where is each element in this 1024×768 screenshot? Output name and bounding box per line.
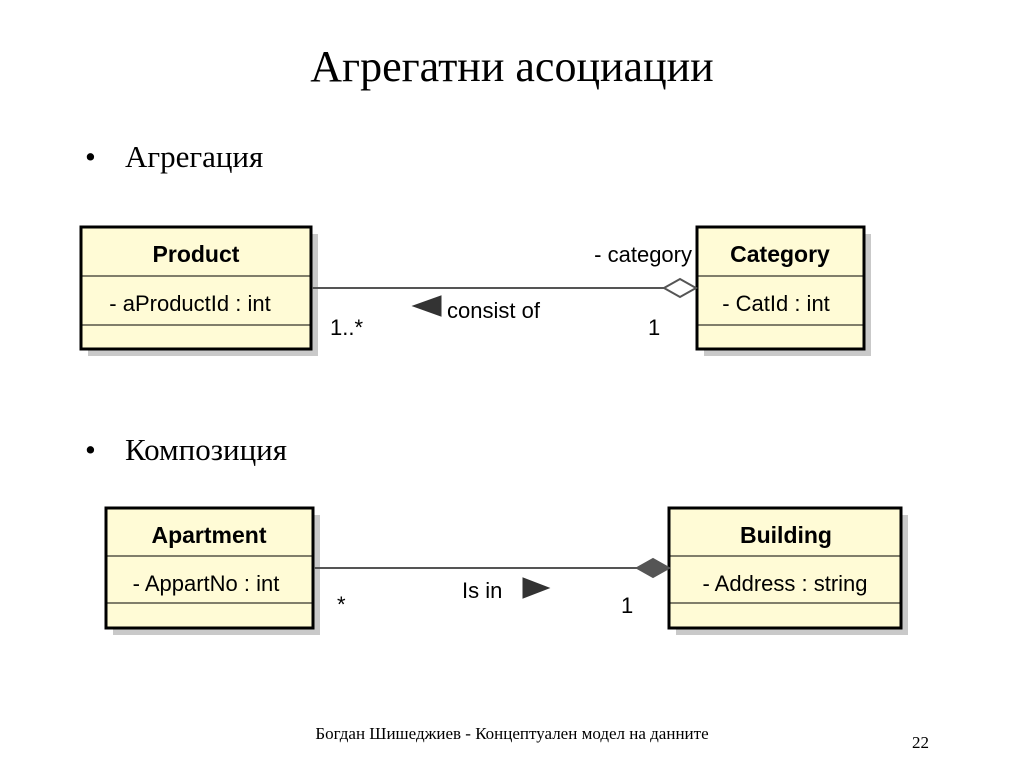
direction-left-triangle-icon (411, 295, 442, 317)
class-box (104, 506, 315, 630)
association-name-consist-of: consist of (447, 298, 541, 323)
association-name-is-in: Is in (462, 578, 502, 603)
attribute-category-id: - CatId : int (722, 291, 830, 316)
class-name-category: Category (730, 241, 830, 267)
slide-footer: Богдан Шишеджиев - Концептуален модел на… (315, 724, 709, 743)
attribute-address: - Address : string (702, 571, 867, 596)
composition-diamond-icon (634, 557, 672, 579)
class-box (79, 225, 313, 351)
class-name-apartment: Apartment (151, 522, 266, 548)
aggregation-association: consist of - category 1..* 1 (312, 242, 699, 340)
multiplicity-building: 1 (621, 593, 633, 618)
slide-title: Агрегатни асоциации (310, 42, 714, 91)
composition-association: Is in * 1 (314, 557, 672, 618)
class-category: Category - CatId : int (695, 225, 871, 356)
class-product: Product - aProductId : int (79, 225, 318, 356)
multiplicity-category: 1 (648, 315, 660, 340)
multiplicity-product: 1..* (330, 315, 363, 340)
direction-right-triangle-icon (522, 577, 551, 599)
attribute-appart-no: - AppartNo : int (133, 571, 280, 596)
bullet-aggregation: • Агрегация (85, 139, 264, 175)
role-label-category: - category (594, 242, 692, 267)
class-name-building: Building (740, 522, 832, 548)
bullet-marker: • (85, 139, 96, 174)
class-building: Building - Address : string (667, 506, 908, 635)
bullet-text-composition: Композиция (125, 432, 288, 467)
class-box (695, 225, 866, 351)
bullet-composition: • Композиция (85, 432, 288, 468)
attribute-product-id: - aProductId : int (109, 291, 270, 316)
multiplicity-apartment: * (337, 592, 346, 617)
class-apartment: Apartment - AppartNo : int (104, 506, 320, 635)
class-name-product: Product (153, 241, 240, 267)
aggregation-diamond-icon (661, 277, 699, 299)
bullet-marker: • (85, 432, 96, 467)
slide-number: 22 (912, 733, 929, 752)
bullet-text-aggregation: Агрегация (125, 139, 264, 174)
